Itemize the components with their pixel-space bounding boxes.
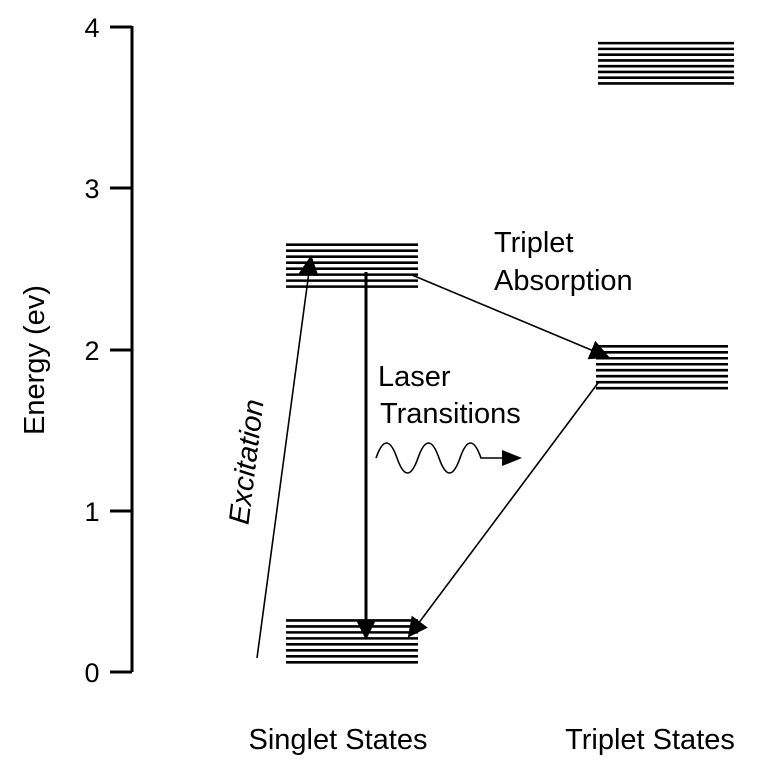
y-tick-label-1: 1 [84, 497, 99, 527]
triplet-lower-band [596, 344, 728, 390]
y-tick-label-0: 0 [84, 658, 99, 688]
laser-label-line2: Transitions [380, 398, 521, 430]
y-tick-label-4: 4 [84, 13, 99, 43]
laser-label-line1: Laser [378, 361, 451, 393]
triplet-absorption-label-line2: Absorption [494, 265, 633, 297]
y-tick-label-2: 2 [84, 336, 99, 366]
y-tick-label-3: 3 [84, 174, 99, 204]
intersystem-crossing-arrow [411, 274, 610, 360]
photon-arrowhead-icon [502, 450, 522, 466]
triplet-absorption-label-line1: Triplet [494, 227, 574, 259]
singlet-states-label: Singlet States [249, 724, 428, 756]
triplet-states-label: Triplet States [565, 724, 735, 756]
y-ticks [110, 25, 132, 674]
photon-wave-icon [375, 442, 505, 474]
excitation-arrow [256, 255, 319, 659]
excitation-label: Excitation [224, 398, 271, 527]
y-axis-label: Energy (ev) [19, 285, 51, 435]
singlet-upper-band [286, 243, 418, 288]
y-tick-labels: 0 1 2 3 4 [84, 13, 99, 688]
singlet-ground-band [286, 619, 418, 664]
triplet-upper-band [598, 41, 734, 85]
triplet-to-ground-arrow [407, 382, 599, 638]
